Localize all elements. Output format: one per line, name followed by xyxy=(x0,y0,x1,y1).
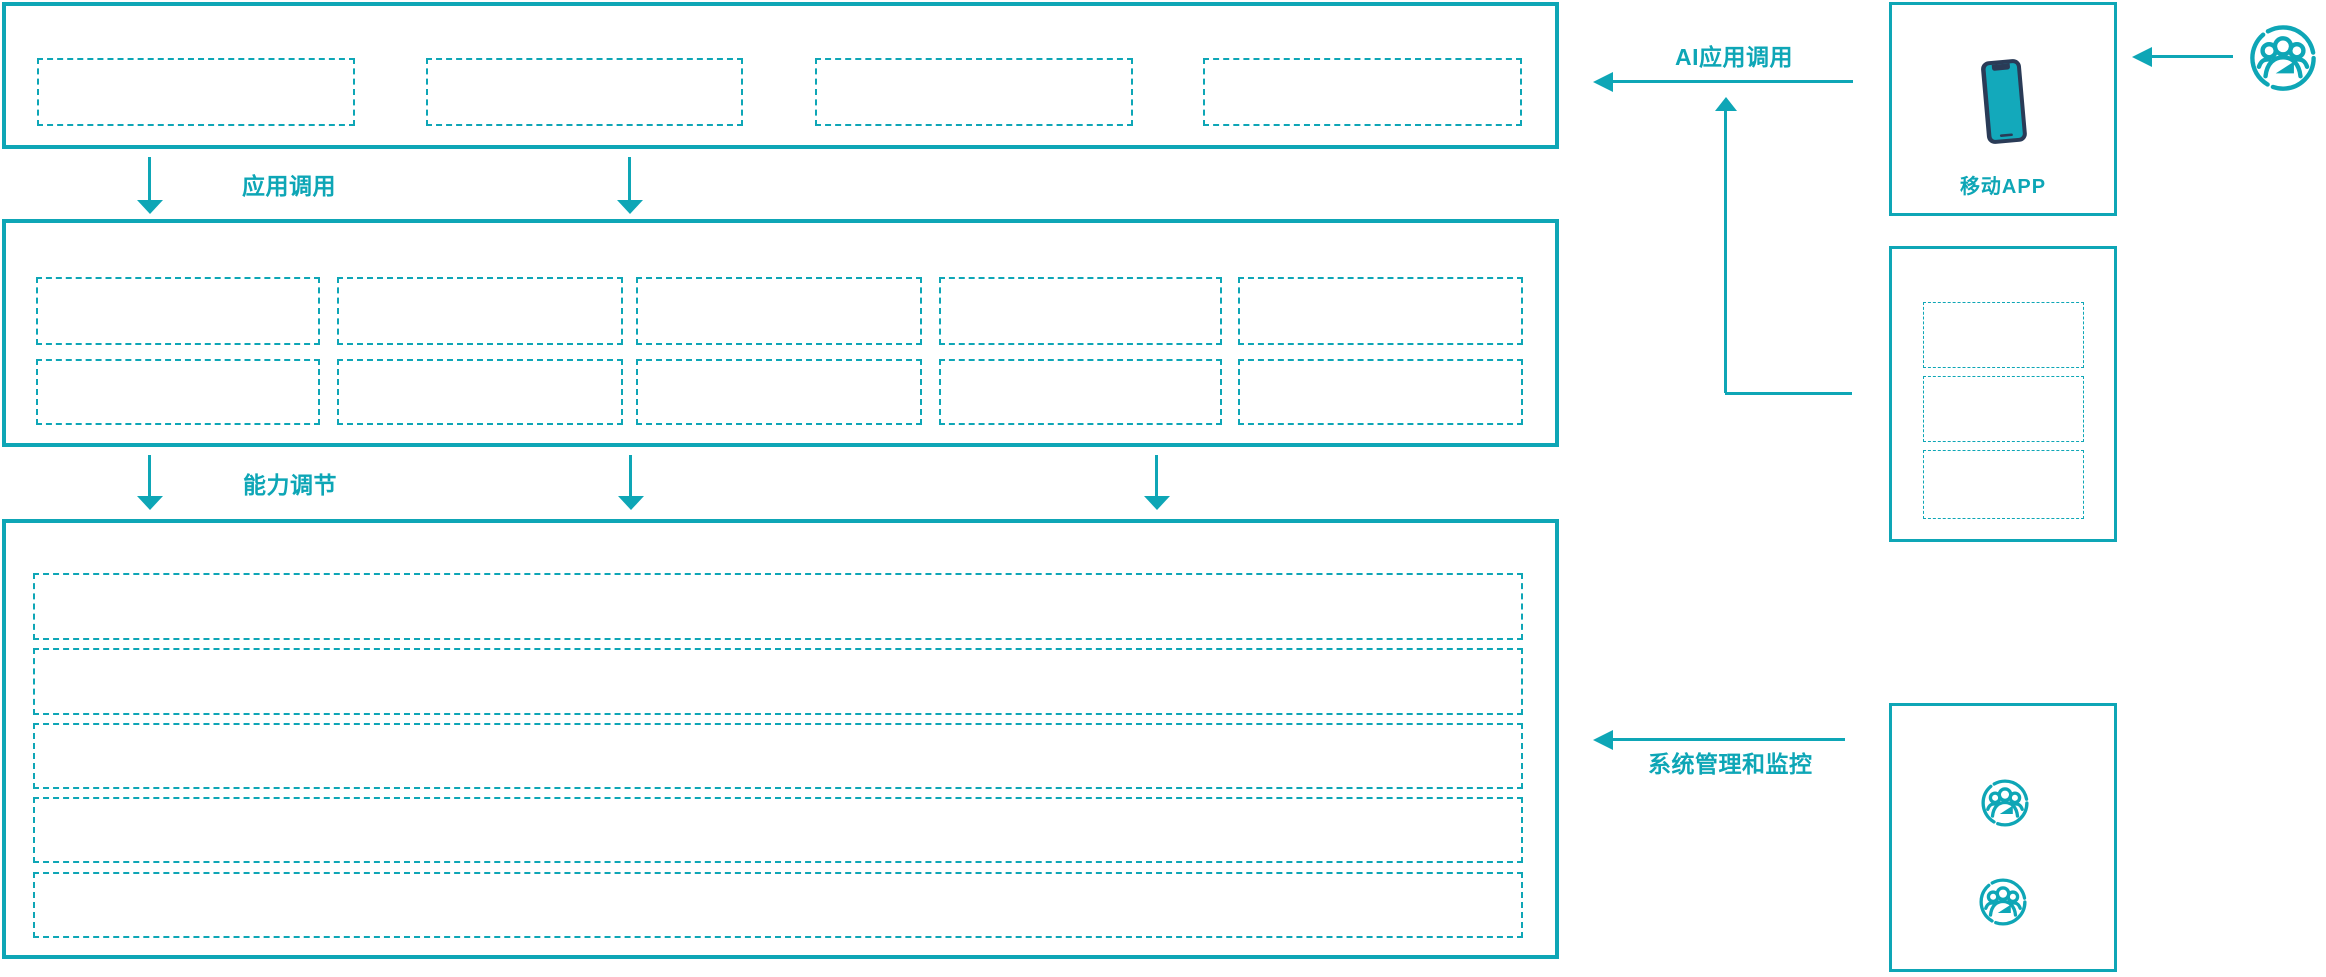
application-slot-4 xyxy=(1203,58,1522,126)
application-slot-3 xyxy=(815,58,1133,126)
config-slot-2 xyxy=(1923,376,2084,442)
users-group-icon xyxy=(1978,877,2028,927)
mobile-phone-icon xyxy=(1981,58,2027,146)
down-arrow-app-1 xyxy=(136,157,163,214)
label-system-monitor: 系统管理和监控 xyxy=(1648,751,1813,777)
capability-slot-r1c3 xyxy=(636,277,922,345)
user-to-app-arrow xyxy=(2132,46,2233,67)
capability-slot-r1c2 xyxy=(337,277,623,345)
users-group-icon xyxy=(1980,778,2030,828)
resource-row-3 xyxy=(33,723,1523,789)
resource-row-5 xyxy=(33,872,1523,938)
users-group-icon xyxy=(2248,23,2318,93)
capability-slot-r2c5 xyxy=(1238,359,1523,425)
label-app-call: 应用调用 xyxy=(242,173,336,199)
capability-slot-r2c2 xyxy=(337,359,623,425)
system-monitor-arrow xyxy=(1593,729,1845,750)
config-card xyxy=(1889,246,2117,542)
admin-card xyxy=(1889,703,2117,972)
application-slot-1 xyxy=(37,58,355,126)
config-slot-1 xyxy=(1923,302,2084,368)
ai-call-arrow xyxy=(1593,71,1853,92)
resource-row-2 xyxy=(33,648,1523,715)
application-layer-box xyxy=(2,2,1559,149)
capability-slot-r1c1 xyxy=(36,277,320,345)
resource-row-1 xyxy=(33,573,1523,640)
config-slot-3 xyxy=(1923,450,2084,519)
config-to-ai-arrow xyxy=(1714,97,1737,393)
capability-slot-r2c4 xyxy=(939,359,1222,425)
label-ai-app-call: AI应用调用 xyxy=(1675,44,1793,70)
resource-layer-box xyxy=(2,519,1559,959)
capability-slot-r1c5 xyxy=(1238,277,1523,345)
down-arrow-cap-1 xyxy=(136,455,163,510)
down-arrow-app-2 xyxy=(616,157,643,214)
capability-slot-r1c4 xyxy=(939,277,1222,345)
resource-row-4 xyxy=(33,797,1523,863)
label-capability-adjust: 能力调节 xyxy=(243,472,337,498)
config-connector-line xyxy=(1725,392,1852,395)
application-slot-2 xyxy=(426,58,743,126)
capability-layer-box xyxy=(2,219,1559,447)
down-arrow-cap-3 xyxy=(1143,455,1170,510)
label-mobile-app: 移动APP xyxy=(1959,176,2047,198)
mobile-app-card: 移动APP xyxy=(1889,2,2117,216)
capability-slot-r2c3 xyxy=(636,359,922,425)
capability-slot-r2c1 xyxy=(36,359,320,425)
down-arrow-cap-2 xyxy=(617,455,644,510)
